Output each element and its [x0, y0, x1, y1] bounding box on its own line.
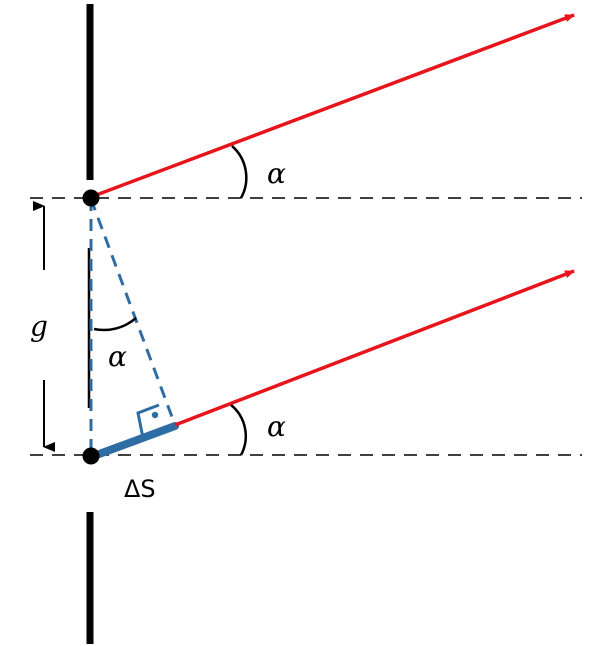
ray-top [90, 13, 575, 199]
slit-top [82, 189, 100, 207]
right-angle-dot [151, 411, 159, 419]
path-difference-segment [87, 422, 179, 461]
angle-arc-top [231, 145, 248, 199]
angle-arc-inner [93, 317, 137, 332]
slit-bottom [82, 447, 100, 465]
construction-line-perpendicular [89, 198, 177, 426]
path-difference-label: ΔS [124, 475, 156, 503]
alpha-inner-label: α [108, 340, 127, 373]
alpha-top-label: α [267, 157, 286, 190]
alpha-bottom-label: α [267, 410, 286, 443]
ray-bottom [174, 269, 575, 427]
angle-arc-bottom [230, 404, 248, 456]
gap-label: g [30, 310, 48, 343]
right-angle-marker [136, 403, 160, 439]
